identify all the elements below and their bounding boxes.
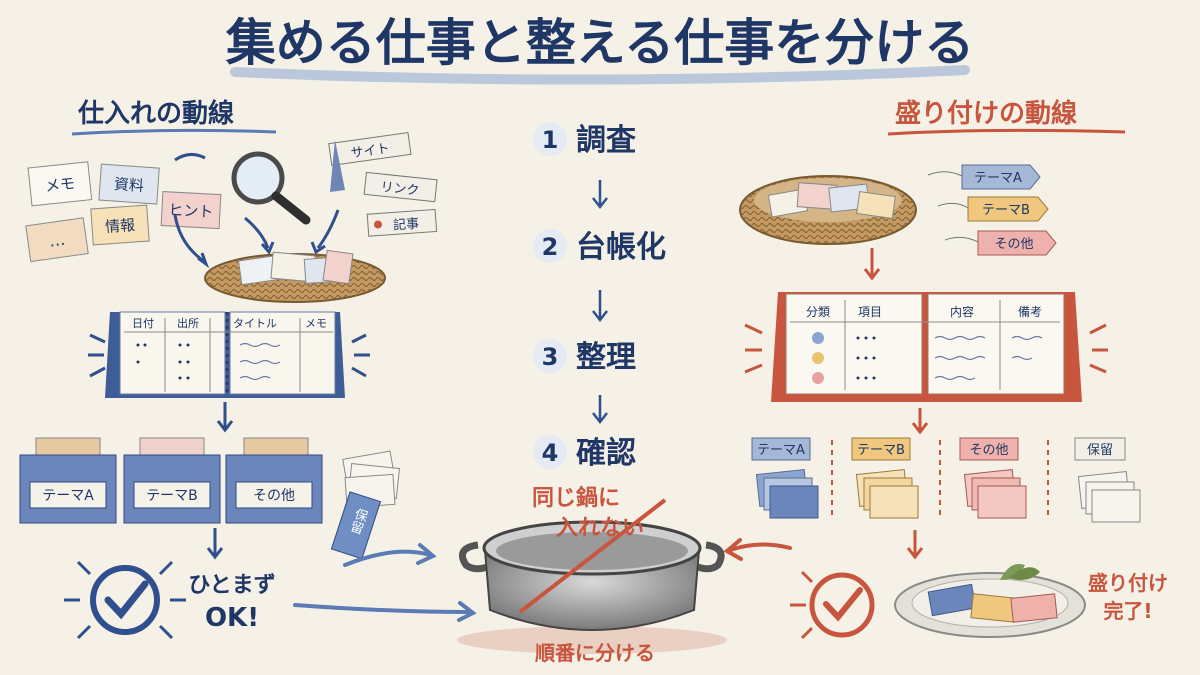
scrap-info: 情報 — [90, 204, 150, 246]
step-2: 2 台帳化 — [533, 229, 666, 265]
svg-text:2: 2 — [542, 233, 559, 261]
svg-text:ヒント: ヒント — [168, 201, 214, 221]
scrap-hint: ヒント — [160, 191, 222, 230]
done-text-line2: 完了! — [1103, 599, 1152, 623]
ok-text-line1: ひとまず — [188, 573, 275, 598]
svg-text:調査: 調査 — [576, 123, 636, 158]
ledger-header-title: タイトル — [233, 317, 277, 330]
left-ledger: 日付 出所 タイトル メモ — [88, 311, 370, 398]
right-check-icon — [790, 570, 875, 640]
svg-text:テーマB: テーマB — [857, 443, 905, 458]
plate — [894, 564, 1086, 638]
right-ledger-header-notes: 備考 — [1018, 304, 1042, 319]
svg-text:テーマB: テーマB — [982, 203, 1030, 218]
right-ledger-header-item: 項目 — [858, 305, 882, 319]
svg-text:4: 4 — [542, 439, 559, 467]
flow-arrows-left-top — [173, 153, 340, 269]
steps: 1 調査 2 台帳化 3 整理 4 確認 — [533, 122, 666, 471]
svg-text:メモ: メモ — [44, 174, 76, 195]
right-heading-group: 盛り付けの動線 — [887, 98, 1126, 136]
hold-stack: 保留 — [330, 450, 400, 560]
svg-text:その他: その他 — [253, 488, 295, 504]
ok-text-line2: OK! — [205, 603, 259, 633]
svg-text:3: 3 — [542, 343, 559, 371]
tag-right-theme-b: テーマB — [937, 196, 1049, 222]
svg-text:記事: 記事 — [393, 216, 420, 234]
left-check-icon — [64, 560, 186, 640]
scrap-memo: メモ — [27, 161, 93, 207]
svg-text:サイト: サイト — [350, 141, 391, 161]
pile-theme-a: テーマA — [751, 437, 819, 519]
scrap-resource: 資料 — [98, 163, 160, 205]
box-other: その他 — [225, 437, 323, 524]
svg-text:台帳化: 台帳化 — [576, 230, 666, 265]
step-arrow-2 — [592, 290, 608, 323]
box-theme-a: テーマA — [19, 437, 117, 524]
box-theme-b: テーマB — [123, 437, 221, 524]
right-heading: 盛り付けの動線 — [895, 98, 1077, 129]
pot-warning-line1: 同じ鍋に — [532, 485, 620, 511]
arrow-right-piles-to-check — [906, 530, 924, 560]
pile-theme-b: テーマB — [851, 437, 919, 519]
ledger-header-memo: メモ — [305, 317, 327, 330]
svg-text:…: … — [48, 230, 66, 251]
arrows-left-to-pot — [293, 543, 477, 622]
hold-tag: 保留 — [330, 491, 382, 560]
web-tags: サイト リンク 記事 — [328, 131, 438, 237]
svg-text:その他: その他 — [969, 443, 1008, 458]
left-basket — [204, 249, 386, 303]
arrow-ledger-to-boxes — [216, 402, 234, 433]
arrow-boxes-to-check — [206, 528, 224, 560]
left-heading-group: 仕入れの動線 — [71, 98, 277, 136]
svg-text:その他: その他 — [994, 237, 1033, 252]
left-boxes: テーマA テーマB その他 保留 — [19, 437, 400, 560]
step-4: 4 確認 — [533, 435, 636, 471]
pot — [457, 498, 727, 654]
svg-text:資料: 資料 — [113, 175, 144, 195]
svg-text:整理: 整理 — [576, 340, 636, 375]
tag-link: リンク — [363, 171, 438, 203]
svg-text:テーマB: テーマB — [146, 488, 198, 504]
ledger-header-source: 出所 — [177, 316, 199, 330]
right-ledger-header-content: 内容 — [950, 304, 974, 319]
svg-text:テーマA: テーマA — [42, 488, 94, 504]
arrow-right-ledger-to-piles — [911, 408, 929, 435]
title-group: 集める仕事と整える仕事を分ける — [225, 14, 975, 85]
step-1: 1 調査 — [533, 122, 636, 158]
tag-article: 記事 — [366, 208, 438, 237]
scrap-dots: … — [25, 217, 89, 263]
magnifier-icon — [231, 151, 311, 225]
svg-text:テーマA: テーマA — [757, 443, 805, 458]
svg-text:保留: 保留 — [1087, 443, 1113, 458]
right-basket — [739, 175, 917, 245]
step-3: 3 整理 — [533, 339, 636, 375]
arrow-right-basket-to-ledger — [863, 248, 881, 281]
step-arrow-1 — [592, 180, 608, 210]
arrow-right-to-pot — [723, 538, 792, 561]
pile-hold: 保留 — [1074, 437, 1141, 523]
ribbon-icon — [330, 140, 345, 192]
tag-right-other: その他 — [944, 230, 1057, 256]
right-ledger: 分類 項目 内容 備考 — [744, 292, 1108, 402]
svg-text:リンク: リンク — [380, 180, 420, 199]
tag-right-theme-a: テーマA — [927, 164, 1041, 190]
done-text-line1: 盛り付け — [1088, 571, 1168, 595]
scrap-notes: メモ 資料 … 情報 ヒント — [25, 161, 222, 263]
page-title: 集める仕事と整える仕事を分ける — [225, 14, 975, 72]
right-tags: テーマA テーマB その他 — [927, 164, 1057, 256]
pile-other: その他 — [959, 437, 1027, 519]
svg-text:情報: 情報 — [104, 216, 135, 236]
right-piles: テーマA テーマB その他 保留 — [751, 437, 1141, 523]
left-heading: 仕入れの動線 — [77, 98, 234, 129]
right-ledger-header-category: 分類 — [806, 305, 830, 319]
ledger-header-date: 日付 — [132, 317, 154, 330]
tag-site: サイト — [328, 131, 412, 167]
step-arrow-3 — [592, 395, 608, 425]
pot-caption: 順番に分ける — [535, 641, 655, 665]
svg-text:テーマA: テーマA — [974, 171, 1022, 186]
pot-warning-line2: 入れない — [556, 516, 644, 541]
svg-text:確認: 確認 — [576, 436, 636, 471]
svg-text:1: 1 — [542, 126, 559, 154]
